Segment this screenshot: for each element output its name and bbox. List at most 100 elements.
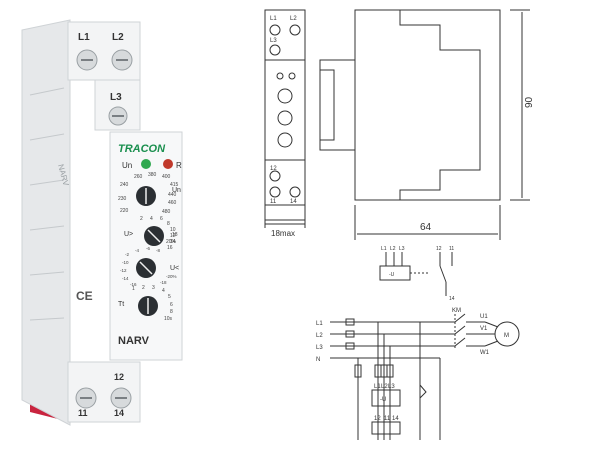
un-scale-415: 415	[170, 182, 179, 188]
time-1: 1	[132, 286, 135, 292]
u-over-label: U>	[124, 231, 133, 238]
terminal-screw-14	[110, 387, 132, 409]
wiring-diagram	[330, 313, 520, 440]
fv-label-11: 11	[270, 199, 277, 205]
un-scale-240: 240	[120, 182, 129, 188]
product-photo: NARV L1 L2 L3 TRACON Un R 240 2 6	[21, 19, 183, 426]
time-6: 6	[170, 302, 173, 308]
u-over-4: 4	[150, 216, 153, 222]
u-over-knob[interactable]	[144, 226, 164, 246]
terminal-label-l2: L2	[112, 32, 124, 43]
u-under-label: U<	[170, 265, 179, 272]
u-over-14: 14	[170, 239, 176, 245]
relay-in-l1: L1	[381, 246, 387, 252]
wd-relay-contact-14: 14	[392, 416, 399, 422]
wd-relay-contact-12: 12	[374, 416, 381, 422]
wire-label-l2: L2	[316, 333, 323, 339]
u-under-10: -10	[122, 260, 129, 265]
time-label: Tt	[118, 301, 124, 308]
un-scale-260: 260	[134, 174, 143, 180]
front-model-text: NARV	[118, 335, 150, 347]
fv-label-14: 14	[290, 199, 297, 205]
motor-label: M	[504, 333, 509, 339]
relay-in-l2: L2	[390, 246, 396, 252]
front-view-drawing	[264, 9, 306, 228]
u-under-14: -14	[122, 276, 129, 281]
terminal-screw-l3	[108, 106, 128, 126]
wire-label-l3: L3	[316, 345, 323, 351]
front-face	[109, 131, 183, 361]
un-scale-230: 230	[118, 196, 127, 202]
wire-label-n: N	[316, 357, 320, 363]
led-un-icon	[141, 159, 151, 169]
led-r-icon	[163, 159, 173, 169]
u-under-18: -18	[160, 280, 167, 285]
un-scale-440: 440	[168, 192, 177, 198]
wd-relay-contact-11: 11	[384, 416, 391, 422]
fv-label-12: 12	[270, 166, 277, 172]
un-scale-400: 400	[162, 174, 171, 180]
u-over-20: 20%	[166, 239, 177, 245]
un-scale-380: 380	[148, 172, 157, 178]
housing-side	[21, 19, 71, 426]
terminal-label-l1: L1	[78, 32, 90, 43]
time-3: 3	[152, 285, 155, 291]
u-over-10: 10	[170, 227, 176, 233]
terminal-screw-l1	[76, 49, 98, 71]
un-knob-name: Un	[172, 187, 181, 194]
un-scale-480: 480	[162, 209, 171, 215]
u-under-8: -8	[156, 248, 160, 253]
relay-in-l3: L3	[399, 246, 405, 252]
u-under-20: -20%	[166, 274, 177, 279]
u-over-18: 18	[172, 232, 178, 238]
wire-label-l1: L1	[316, 321, 323, 327]
un-knob[interactable]	[136, 186, 156, 206]
time-8: 8	[170, 309, 173, 315]
time-knob[interactable]	[138, 296, 158, 316]
u-over-12: 12	[170, 233, 176, 239]
u-under-knob[interactable]	[136, 258, 156, 278]
ce-mark: CE	[76, 289, 93, 303]
top-terminal-block	[67, 21, 141, 81]
time-5: 5	[168, 294, 171, 300]
u-under-12: -12	[120, 268, 127, 273]
un-scale-460: 460	[168, 200, 177, 206]
terminal-label-l3: L3	[110, 92, 122, 103]
contactor-label: KM	[452, 308, 461, 314]
fv-label-l2: L2	[290, 16, 297, 22]
u-under-16: -16	[130, 282, 137, 287]
terminal-screw-l2	[111, 49, 133, 71]
terminal-label-11: 11	[78, 408, 88, 418]
wd-relay-in-l2: L2	[381, 384, 388, 390]
u-over-6: 6	[160, 216, 163, 222]
relay-contact-12: 12	[436, 246, 442, 252]
wd-relay-box-label: -U	[380, 397, 386, 403]
relay-contact-11: 11	[449, 246, 454, 252]
relay-box-label: -U	[389, 272, 395, 278]
brand-logo: TRACON	[118, 143, 166, 155]
wd-relay-in-l3: L3	[388, 384, 395, 390]
height-dimension: 90	[524, 96, 535, 108]
u-under-4: -4	[135, 248, 139, 253]
time-4: 4	[162, 288, 165, 294]
side-vents	[29, 87, 65, 321]
depth-dimension: 64	[420, 222, 432, 233]
motor-terminal-w1: W1	[480, 350, 490, 356]
relay-symbol	[379, 252, 453, 296]
u-under-2: -2	[125, 252, 129, 257]
wd-relay-in-l1: L1	[374, 384, 381, 390]
terminal-label-12: 12	[114, 372, 124, 382]
terminal-label-14: 14	[114, 408, 124, 418]
relay-contact-14: 14	[449, 296, 455, 302]
side-view-drawing	[319, 9, 530, 240]
u-over-8: 8	[167, 221, 170, 227]
led-r-label: R	[176, 161, 182, 170]
motor-terminal-u1: U1	[480, 314, 488, 320]
u-under-6: -6	[146, 246, 150, 251]
terminal-screw-11	[75, 387, 97, 409]
time-2: 2	[142, 285, 145, 291]
fv-label-l3: L3	[270, 38, 277, 44]
u-over-2: 2	[140, 216, 143, 222]
width-dimension: 18max	[271, 229, 295, 238]
